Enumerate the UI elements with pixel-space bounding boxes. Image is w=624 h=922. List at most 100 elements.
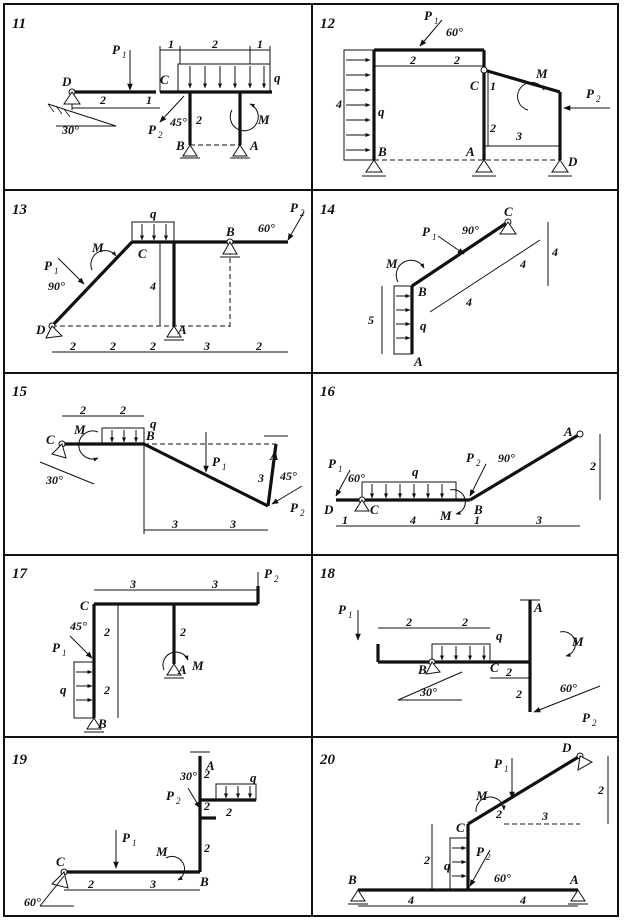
svg-text:2: 2 xyxy=(99,93,106,107)
distributed-load xyxy=(131,221,175,243)
svg-text:P: P xyxy=(338,602,347,617)
support-b-icon xyxy=(220,238,240,258)
svg-text:M: M xyxy=(475,788,488,803)
force-p2 xyxy=(287,211,305,241)
svg-text:2: 2 xyxy=(489,121,496,135)
svg-text:D: D xyxy=(561,740,572,755)
svg-text:2: 2 xyxy=(300,208,305,218)
svg-text:B: B xyxy=(199,874,209,889)
force-p2 xyxy=(469,849,491,887)
svg-text:2: 2 xyxy=(109,339,116,353)
support-b-icon xyxy=(348,889,368,905)
svg-text:q: q xyxy=(150,416,157,431)
svg-text:4: 4 xyxy=(519,893,526,907)
svg-text:20: 20 xyxy=(319,752,336,768)
svg-text:P: P xyxy=(466,450,475,465)
panel-16: 16 q 1 4 1 3 2 P 1 60° P 2 90° xyxy=(320,384,601,527)
svg-text:17: 17 xyxy=(12,566,28,582)
svg-text:q: q xyxy=(274,70,281,85)
svg-text:45°: 45° xyxy=(279,469,297,483)
moment-m xyxy=(165,855,186,881)
distributed-load xyxy=(177,63,271,93)
force-p2 xyxy=(469,463,487,497)
svg-text:P: P xyxy=(422,224,431,239)
support-a-icon xyxy=(576,430,584,438)
panel-17: 17 q 3 3 2 2 2 P 1 45° P 2 M C A xyxy=(12,566,279,733)
svg-text:q: q xyxy=(444,858,451,873)
support-c-icon xyxy=(354,496,370,512)
svg-text:60°: 60° xyxy=(348,471,365,485)
force-p1 xyxy=(437,235,465,255)
svg-text:4: 4 xyxy=(409,513,416,527)
svg-text:3: 3 xyxy=(211,577,218,591)
svg-text:q: q xyxy=(378,104,385,119)
distributed-load xyxy=(393,285,413,355)
support-b-icon xyxy=(362,159,386,177)
svg-text:3: 3 xyxy=(149,877,156,891)
support-d-icon xyxy=(45,322,64,339)
svg-text:A: A xyxy=(269,448,279,463)
svg-text:1: 1 xyxy=(348,610,353,620)
svg-text:30°: 30° xyxy=(419,685,437,699)
grid-frame xyxy=(3,3,619,917)
svg-text:30°: 30° xyxy=(179,769,197,783)
svg-text:C: C xyxy=(370,502,379,517)
svg-text:2: 2 xyxy=(476,458,481,468)
svg-text:A: A xyxy=(205,758,215,773)
svg-text:P: P xyxy=(290,200,299,215)
svg-text:D: D xyxy=(35,322,46,337)
moment-m xyxy=(559,631,576,657)
support-b-icon xyxy=(84,717,104,733)
svg-text:1: 1 xyxy=(62,648,67,658)
moment-m xyxy=(475,796,506,813)
svg-text:P: P xyxy=(586,86,595,101)
svg-text:B: B xyxy=(377,144,387,159)
svg-text:1: 1 xyxy=(338,464,343,474)
svg-text:15: 15 xyxy=(12,384,28,400)
svg-text:P: P xyxy=(112,42,121,57)
svg-text:P: P xyxy=(290,500,299,515)
svg-text:1: 1 xyxy=(54,266,59,276)
svg-text:q: q xyxy=(420,318,427,333)
svg-text:B: B xyxy=(97,716,107,731)
svg-text:45°: 45° xyxy=(69,619,87,633)
support-d-icon xyxy=(47,88,117,127)
force-p2 xyxy=(271,485,303,505)
svg-text:2: 2 xyxy=(149,339,156,353)
svg-text:1: 1 xyxy=(342,513,348,527)
moment-m xyxy=(162,651,189,671)
svg-text:3: 3 xyxy=(203,339,210,353)
svg-text:A: A xyxy=(177,322,187,337)
svg-text:B: B xyxy=(347,872,357,887)
svg-text:2: 2 xyxy=(87,877,94,891)
distributed-load xyxy=(343,49,375,161)
svg-text:2: 2 xyxy=(211,37,218,51)
svg-text:B: B xyxy=(473,502,483,517)
svg-text:M: M xyxy=(191,658,204,673)
moment-m xyxy=(229,103,259,132)
svg-text:P: P xyxy=(122,830,131,845)
svg-text:2: 2 xyxy=(409,53,416,67)
distributed-load xyxy=(449,837,469,891)
svg-text:4: 4 xyxy=(149,279,156,293)
svg-text:4: 4 xyxy=(407,893,414,907)
support-d-icon xyxy=(548,159,572,177)
svg-text:D: D xyxy=(61,74,72,89)
svg-text:P: P xyxy=(166,788,175,803)
svg-text:A: A xyxy=(465,144,475,159)
svg-text:M: M xyxy=(439,508,452,523)
svg-text:D: D xyxy=(323,502,334,517)
force-p2 xyxy=(533,685,601,713)
svg-text:45°: 45° xyxy=(169,115,187,129)
svg-text:C: C xyxy=(138,246,147,261)
svg-text:2: 2 xyxy=(158,130,163,140)
svg-text:13: 13 xyxy=(12,202,28,218)
svg-text:C: C xyxy=(46,432,55,447)
svg-text:M: M xyxy=(385,256,398,271)
support-c-icon xyxy=(39,868,74,907)
panel-number: 11 xyxy=(12,16,26,32)
svg-text:P: P xyxy=(494,756,503,771)
svg-text:q: q xyxy=(496,628,503,643)
svg-text:2: 2 xyxy=(69,339,76,353)
svg-text:B: B xyxy=(175,138,185,153)
